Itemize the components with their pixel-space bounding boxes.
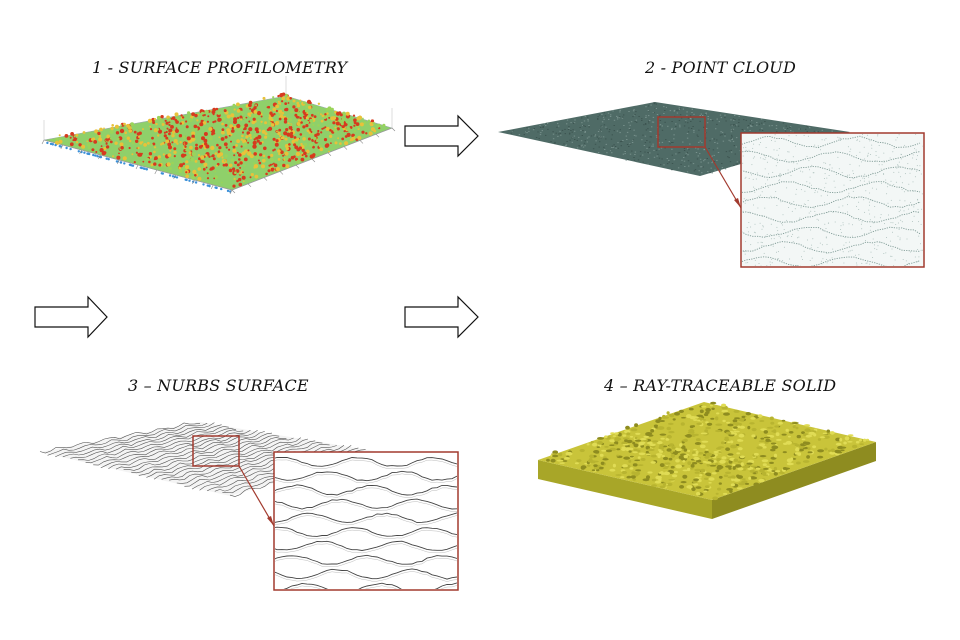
zoom-region-3 [192, 435, 240, 467]
step-1-title: 1 - SURFACE PROFILOMETRY [92, 58, 348, 77]
profilometry-surface [41, 76, 396, 195]
ray-traceable-solid [538, 401, 876, 519]
nurbs-zoom-panel [273, 451, 459, 591]
right-arrow-icon [34, 295, 108, 339]
zoom-connector-3 [238, 465, 275, 527]
zoom-region-2 [657, 116, 706, 148]
zoom-connector-2 [704, 146, 742, 209]
nurbs-surface [39, 422, 459, 591]
arrow-1-to-2 [404, 114, 479, 158]
point-cloud-zoom-panel [740, 132, 925, 268]
point-cloud-surface [498, 102, 925, 268]
step-3-title: 3 – NURBS SURFACE [128, 376, 309, 395]
arrow-left-row-2 [34, 295, 108, 339]
right-arrow-icon [404, 114, 479, 158]
arrow-3-to-4 [404, 295, 479, 339]
step-4-title: 4 – RAY-TRACEABLE SOLID [604, 376, 837, 395]
step-2-title: 2 - POINT CLOUD [645, 58, 797, 77]
right-arrow-icon [404, 295, 479, 339]
